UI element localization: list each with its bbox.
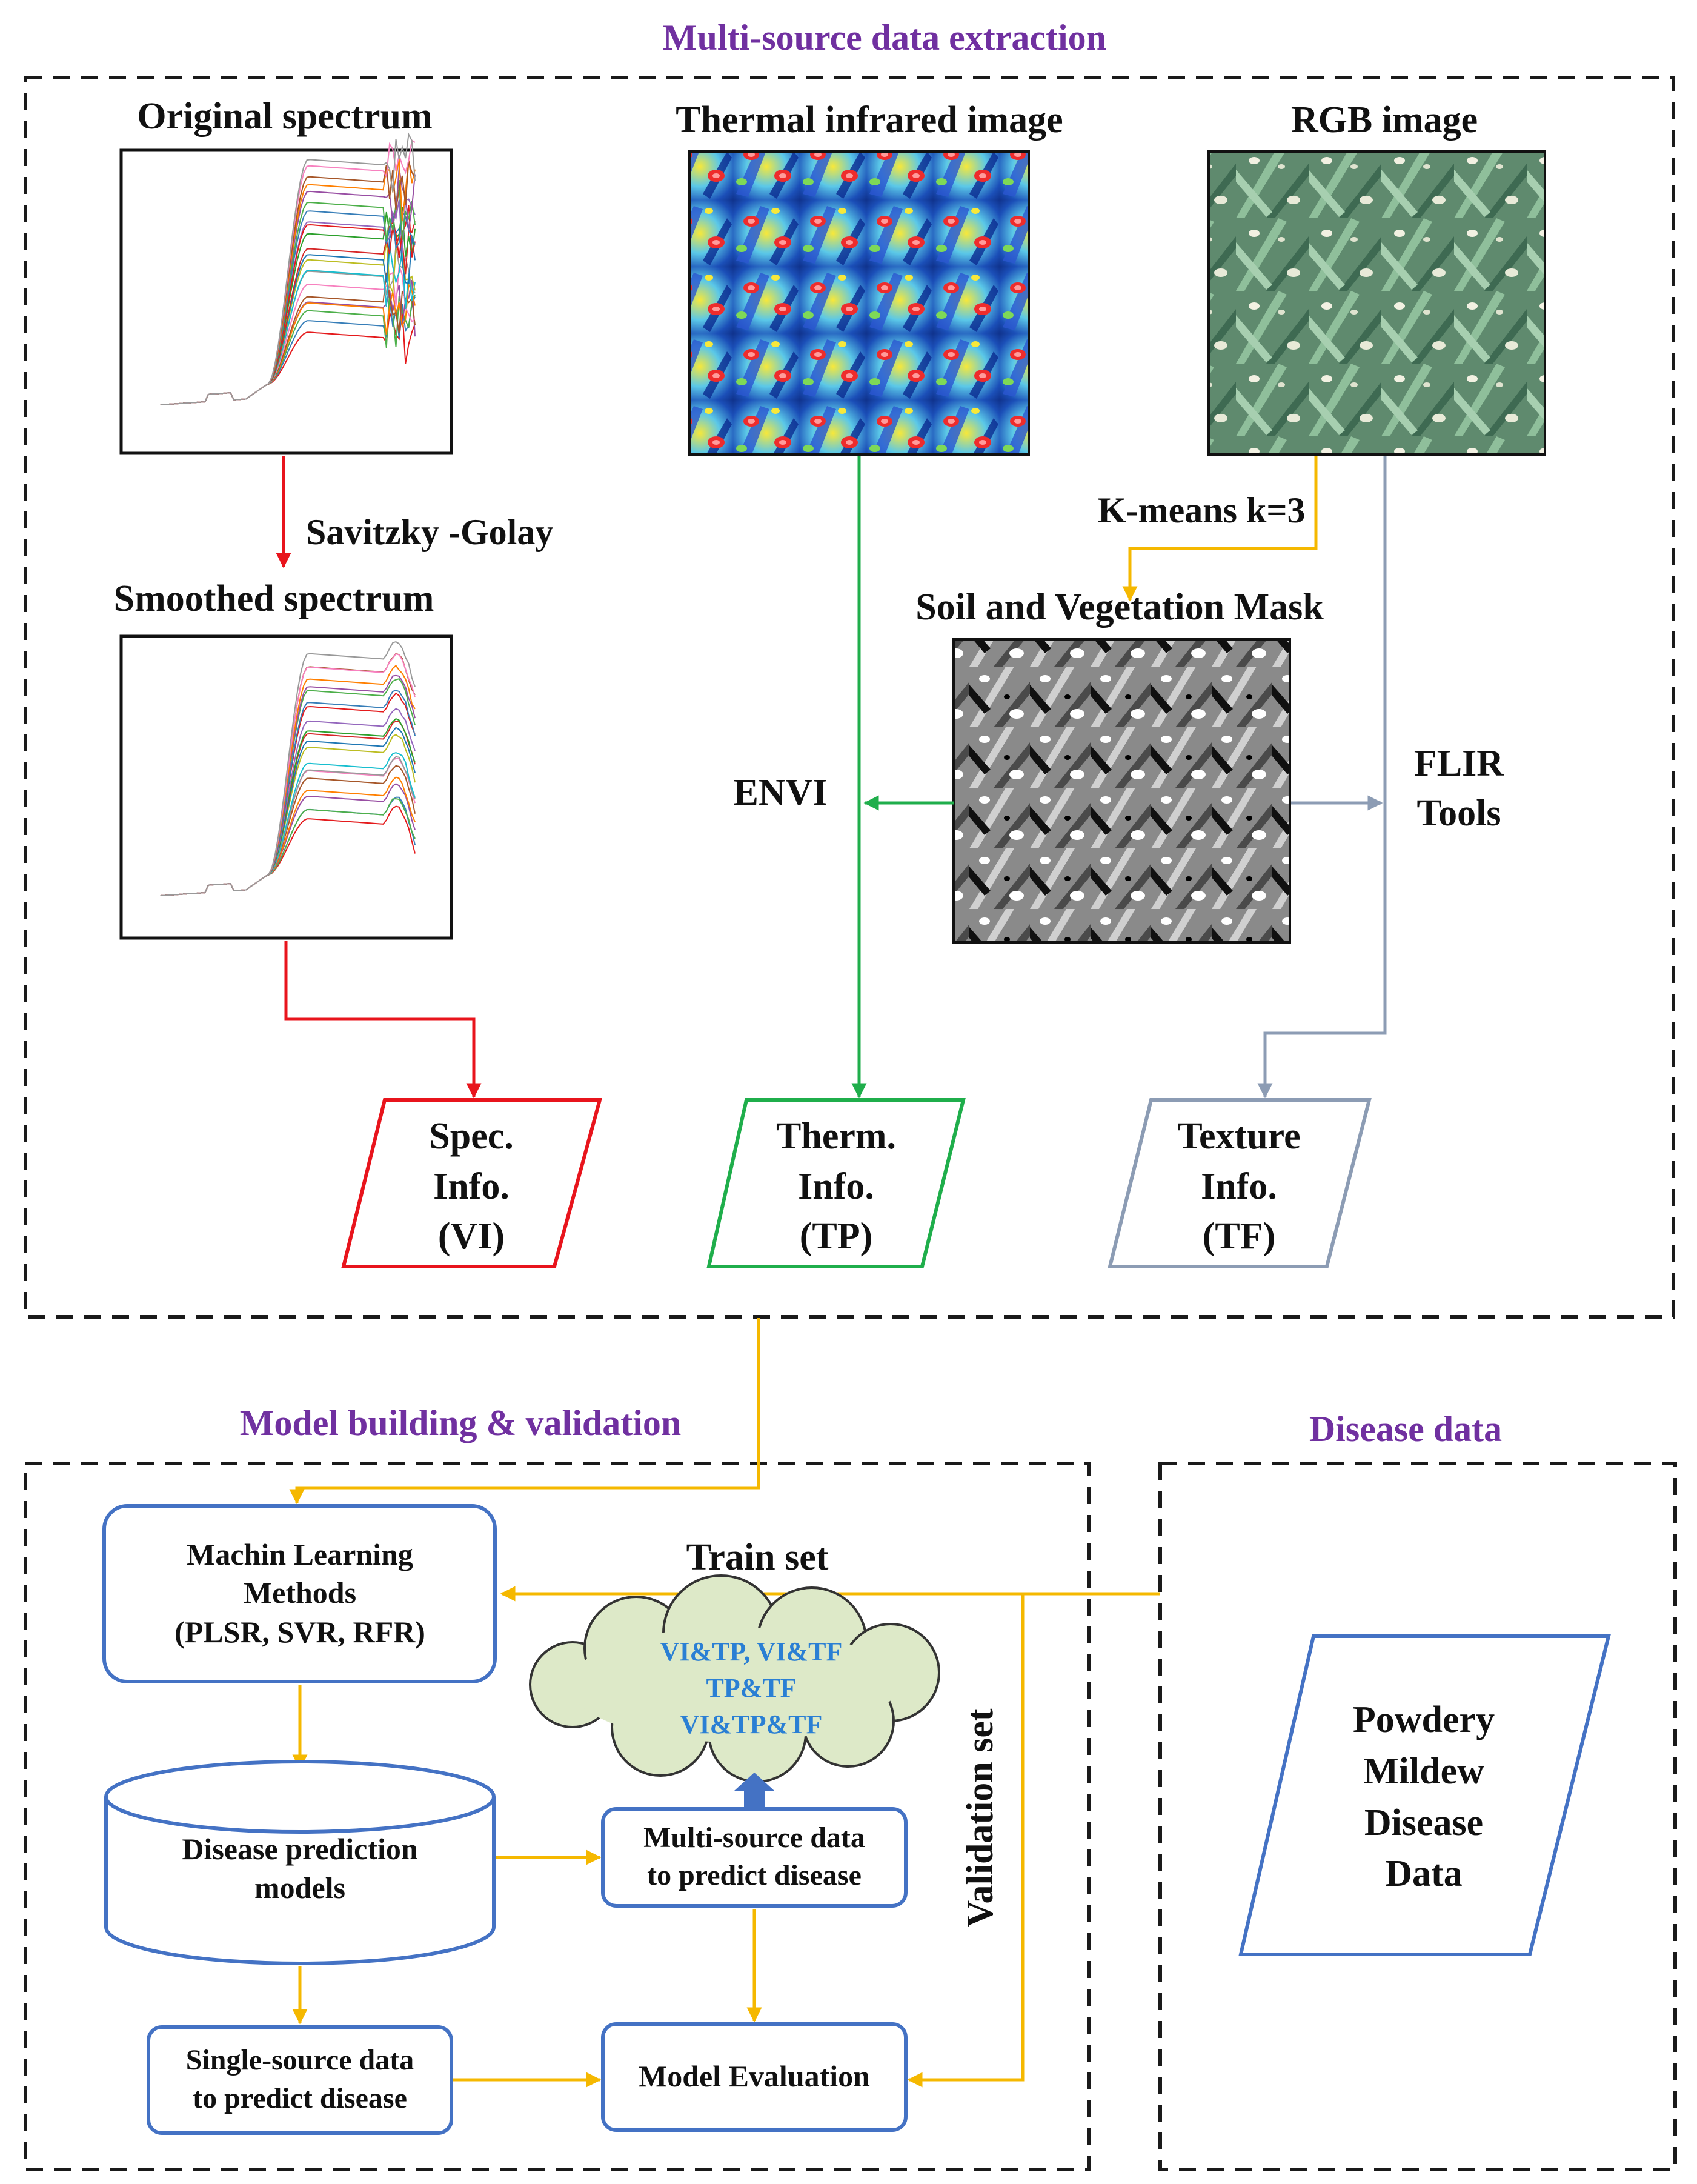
flir-label-line2: Tools <box>1416 793 1501 834</box>
kmeans-label: K-means k=3 <box>1098 490 1306 530</box>
therm-info-line2: Info. <box>798 1166 874 1207</box>
smoothed-spectrum-title: Smoothed spectrum <box>114 578 434 619</box>
texture-info-line3: (TF) <box>1203 1216 1276 1257</box>
model-section-frame <box>24 1462 1091 2171</box>
smoothed-spectrum-plot <box>119 634 453 940</box>
model-evaluation-box <box>601 2022 908 2132</box>
texture-info-box <box>1108 1098 1372 1268</box>
disease-section-title: Disease data <box>1309 1409 1502 1449</box>
smoothed-to-vi-arrow <box>284 941 482 1099</box>
single-source-line2: to predict disease <box>193 2082 407 2114</box>
multi-source-line2: to predict disease <box>647 1859 862 1891</box>
thermal-infrared-image <box>688 150 1030 456</box>
disease-prediction-db <box>104 1760 496 1965</box>
disease-line1: Powdery <box>1353 1699 1495 1740</box>
ml-methods-line3: (PLSR, SVR, RFR) <box>174 1615 425 1649</box>
therm-info-line3: (TP) <box>800 1216 873 1257</box>
spec-info-line1: Spec. <box>429 1116 514 1157</box>
disease-line4: Data <box>1385 1853 1462 1894</box>
original-spectrum-title: Original spectrum <box>137 96 432 137</box>
envi-label: ENVI <box>733 772 827 813</box>
smoothed-spectrum-curves <box>160 641 416 896</box>
spec-info-box <box>341 1098 602 1268</box>
extraction-to-model-arrow <box>289 1318 760 1505</box>
ml-methods-line2: Methods <box>244 1576 356 1610</box>
multi-to-cloud-arrow <box>734 1773 774 1807</box>
combination-cloud <box>529 1574 940 1783</box>
original-spectrum-plot <box>119 132 453 455</box>
db-line1: Disease prediction <box>182 1832 418 1866</box>
savitzky-golay-label: Savitzky -Golay <box>306 512 553 552</box>
spectrum-curve <box>160 641 416 896</box>
train-set-label: Train set <box>686 1537 829 1578</box>
db-line2: models <box>254 1871 345 1905</box>
validation-set-label: Validation set <box>960 1708 1001 1928</box>
model-section-title: Model building & validation <box>240 1403 682 1443</box>
spectrum-curve <box>160 132 416 405</box>
spec-info-line3: (VI) <box>438 1216 505 1257</box>
spec-info-line2: Info. <box>433 1166 510 1207</box>
extraction-section-frame <box>24 76 1675 1319</box>
therm-info-line1: Therm. <box>776 1116 896 1157</box>
rgb-image-title: RGB image <box>1291 99 1478 141</box>
cloud-line3: VI&TP&TF <box>680 1710 823 1739</box>
validation-set-arrow <box>907 1594 1025 2088</box>
disease-section-frame <box>1158 1462 1677 2171</box>
powdery-mildew-data-box <box>1238 1634 1611 1956</box>
original-spectrum-curves <box>160 132 416 405</box>
soil-vegetation-mask-image <box>952 638 1291 944</box>
flir-label-line1: FLIR <box>1414 743 1504 784</box>
thermal-image-title: Thermal infrared image <box>676 99 1063 141</box>
kmeans-arrow <box>1122 456 1318 602</box>
multi-source-box <box>601 1807 908 1908</box>
model-evaluation-label: Model Evaluation <box>639 2059 870 2093</box>
disease-line3: Disease <box>1364 1802 1483 1843</box>
single-source-line1: Single-source data <box>186 2044 414 2076</box>
ml-methods-line1: Machin Learning <box>187 1537 413 1571</box>
rgb-to-tf-arrow <box>1257 456 1387 1099</box>
cloud-line1: VI&TP, VI&TF <box>660 1637 843 1666</box>
cloud-line2: TP&TF <box>706 1673 796 1703</box>
single-source-box <box>147 2025 453 2135</box>
texture-info-line1: Texture <box>1177 1116 1300 1157</box>
ml-methods-box <box>102 1504 497 1683</box>
texture-info-line2: Info. <box>1201 1166 1277 1207</box>
multi-source-line1: Multi-source data <box>643 1822 865 1854</box>
mask-title: Soil and Vegetation Mask <box>915 587 1324 628</box>
extraction-section-title: Multi-source data extraction <box>663 18 1106 58</box>
disease-line2: Mildew <box>1363 1751 1484 1792</box>
rgb-image <box>1207 150 1546 456</box>
therm-info-box <box>706 1098 966 1268</box>
